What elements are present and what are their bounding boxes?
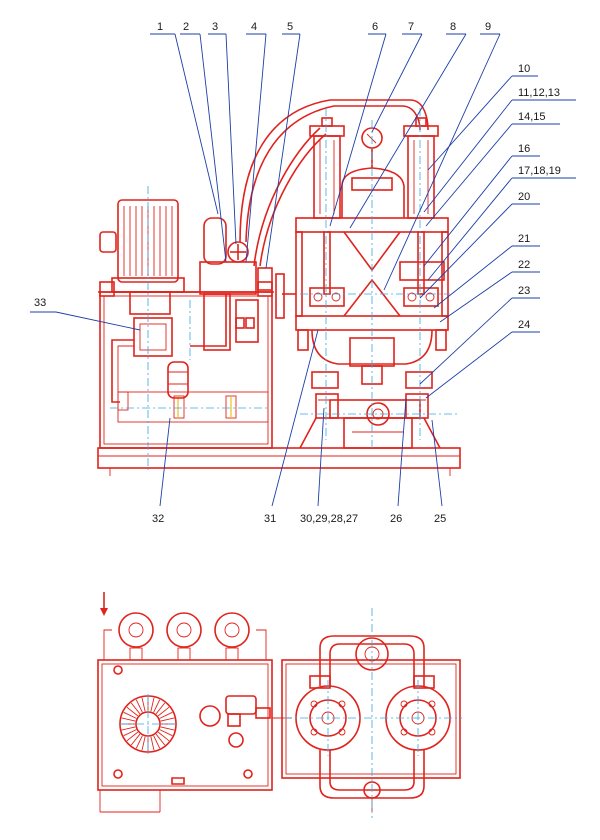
fan-blade <box>126 731 139 742</box>
fan-blade <box>160 726 175 731</box>
callout-1: 1 <box>157 21 163 33</box>
callout-31: 31 <box>264 513 276 525</box>
fan-blade <box>121 726 136 731</box>
callout-14-15: 14,15 <box>518 111 546 123</box>
callout-10: 10 <box>518 63 530 75</box>
callout-32: 32 <box>152 513 164 525</box>
callout-8: 8 <box>450 21 456 33</box>
callout-24: 24 <box>518 319 530 331</box>
fan-blade <box>150 697 155 712</box>
callout-17-19: 17,18,19 <box>518 165 561 177</box>
fan-blade <box>160 717 175 722</box>
callout-26: 26 <box>390 513 402 525</box>
filter-row <box>103 612 267 661</box>
fan-blade <box>130 702 141 715</box>
fan-blade <box>126 706 139 717</box>
callout-3: 3 <box>212 21 218 33</box>
callout-5: 5 <box>287 21 293 33</box>
pump-frame <box>275 217 449 351</box>
callout-22: 22 <box>518 259 530 271</box>
fan-blade <box>153 735 161 749</box>
fan-blade <box>155 702 166 715</box>
plan-view <box>97 592 462 818</box>
callout-16: 16 <box>518 143 530 155</box>
callout-25: 25 <box>434 513 446 525</box>
fan-blade <box>135 735 143 749</box>
pump-chambers <box>299 329 441 449</box>
oil-tank <box>98 281 274 449</box>
fan-blade <box>159 711 173 719</box>
callout-20: 20 <box>518 191 530 203</box>
fan-blade <box>141 697 146 712</box>
fan-blade <box>123 729 137 737</box>
fan-blade <box>130 733 141 746</box>
fan-blade <box>153 699 161 713</box>
fan-blade <box>157 706 170 717</box>
fan-blade <box>123 711 137 719</box>
callout-21: 21 <box>518 233 530 245</box>
centerlines-front <box>110 108 460 470</box>
callout-labels: 1 2 3 4 5 6 7 8 9 10 11,12,13 14,15 16 1… <box>34 21 561 525</box>
fan-blade <box>121 717 136 722</box>
callout-23: 23 <box>518 285 530 297</box>
hydraulic-cylinder-right <box>399 117 445 307</box>
callout-4: 4 <box>251 21 257 33</box>
hydraulic-pump-33 <box>111 317 173 403</box>
flow-arrow-icon <box>100 592 108 616</box>
callout-33: 33 <box>34 297 46 309</box>
electric-motor <box>99 199 185 315</box>
suction-filter <box>167 361 189 399</box>
valve-manifold <box>190 217 273 351</box>
base-frame <box>97 447 461 476</box>
fan-blade <box>141 736 146 751</box>
callout-11-13: 11,12,13 <box>518 87 560 99</box>
fan-blade <box>150 736 155 751</box>
callout-9: 9 <box>485 21 491 33</box>
fan-blade <box>135 699 143 713</box>
fan-blade <box>157 731 170 742</box>
front-elevation-view <box>97 99 461 476</box>
fan-blade <box>155 733 166 746</box>
hydraulic-cylinder-left <box>309 117 345 307</box>
centerlines-plan <box>120 608 462 818</box>
callout-2: 2 <box>183 21 189 33</box>
callout-6: 6 <box>372 21 378 33</box>
callout-leaders <box>30 33 576 507</box>
callout-7: 7 <box>408 21 414 33</box>
callout-30-27: 30,29,28,27 <box>300 513 358 525</box>
fan-blade <box>159 729 173 737</box>
